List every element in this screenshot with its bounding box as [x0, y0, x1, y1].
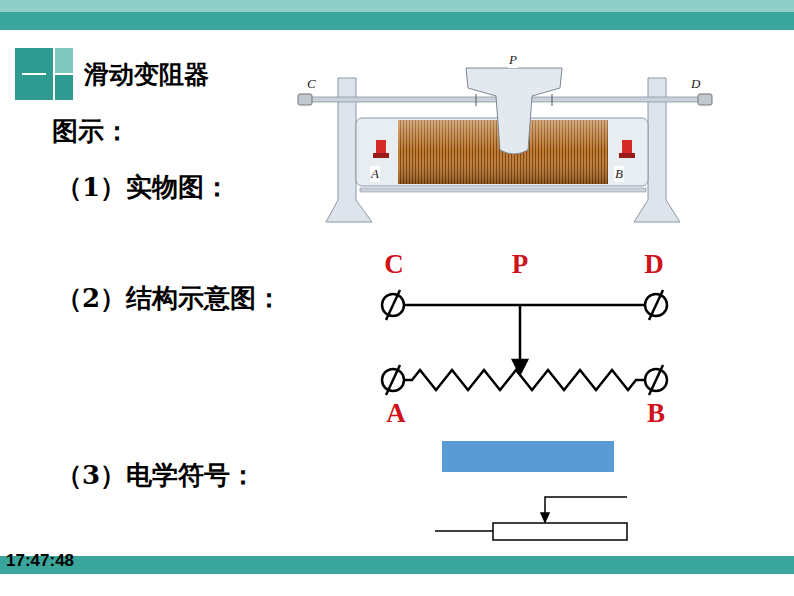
- timestamp: 17:47:48: [6, 551, 74, 571]
- item-text: （3）电学符号：: [56, 458, 256, 493]
- rheostat-symbol: [435, 497, 627, 540]
- part-label: A: [370, 166, 380, 182]
- terminal-label: B: [647, 398, 665, 429]
- terminal: [382, 290, 667, 395]
- item-text: （1）实物图：: [56, 170, 230, 205]
- bottom-band: [0, 556, 794, 574]
- part-label: C: [306, 76, 317, 92]
- answer-cover: [442, 441, 614, 472]
- part-label: P: [508, 52, 518, 68]
- top-band: [0, 12, 794, 30]
- structure-schematic: [382, 290, 667, 395]
- terminal-label: A: [386, 398, 406, 429]
- slider-label: P: [512, 249, 529, 280]
- title-icon: [15, 48, 73, 100]
- part-label: B: [614, 166, 624, 182]
- slide-title: 滑动变阻器: [84, 58, 209, 91]
- terminal-label: C: [384, 249, 404, 280]
- part-label: D: [690, 76, 701, 92]
- heading-text: 图示：: [52, 114, 130, 149]
- rheostat-photo: [298, 50, 712, 222]
- item-text: （2）结构示意图：: [56, 281, 282, 316]
- terminal-label: D: [644, 249, 664, 280]
- top-band: [0, 0, 794, 12]
